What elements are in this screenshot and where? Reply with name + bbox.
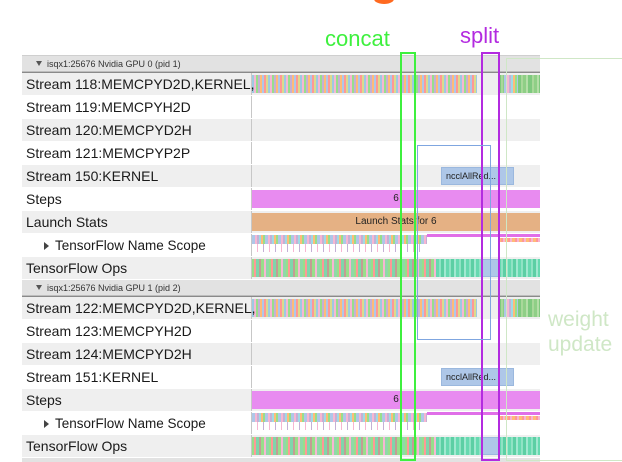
timeline-bar-namescope-line[interactable] [427,412,540,415]
timeline-track[interactable]: Launch Stats for 6 [251,211,540,233]
timeline-row[interactable]: Stream 121:MEMCPYP2P [22,142,540,165]
timeline-row-label: Stream 150:KERNEL [22,168,255,184]
timeline-bar-nccl[interactable]: ncclAllRed... [441,167,514,185]
timeline-track[interactable] [251,297,540,319]
timeline-bar-namescope-ticks[interactable] [252,244,424,252]
timeline-row-label: Stream 120:MEMCPYD2H [22,122,255,138]
timeline-track[interactable] [251,320,540,342]
timeline-row[interactable]: Stream 124:MEMCPYD2H [22,343,540,366]
trace-viewer-panel[interactable]: isqx1:25676 Nvidia GPU 0 (pid 1) Stream 1… [22,55,540,462]
timeline-row[interactable]: Stream 151:KERNEL ncclAllRed... [22,366,540,389]
timeline-bar-launch-stats[interactable] [252,213,540,231]
annotation-split: split [460,23,499,49]
timeline-bar-nccl[interactable]: ncclAllRed... [441,368,514,386]
timeline-bar-ops-tail[interactable] [498,437,540,455]
timeline-row-label: Stream 122:MEMCPYD2D,KERNEL,MI [22,300,255,316]
timeline-bar-namescope-tail[interactable] [498,238,540,242]
timeline-row-label: TensorFlow Ops [22,260,255,276]
timeline-row-label: Stream 121:MEMCPYP2P [22,145,255,161]
timeline-row[interactable]: Stream 119:MEMCPYH2D [22,96,540,119]
timeline-bar-steps[interactable] [252,190,540,208]
timeline-row[interactable]: Stream 122:MEMCPYD2D,KERNEL,MI [22,296,540,320]
timeline-row[interactable]: TensorFlow Ops [22,435,540,458]
group-header-label: isqx1:25676 Nvidia GPU 1 (pid 2) [47,283,181,293]
timeline-row-label: Stream 119:MEMCPYH2D [22,99,255,115]
timeline-row-label: Stream 124:MEMCPYD2H [22,346,255,362]
timeline-row[interactable]: Stream 118:MEMCPYD2D,KERNEL,ME [22,72,540,96]
timeline-bar-kernel-tail[interactable] [504,299,518,317]
timeline-row-label: Stream 118:MEMCPYD2D,KERNEL,ME [22,76,255,92]
timeline-bar-ops-tail[interactable] [498,259,540,277]
timeline-bar-namescope[interactable] [252,235,427,244]
timeline-row[interactable]: Stream 150:KERNEL ncclAllRed... [22,165,540,188]
timeline-track[interactable] [251,343,540,365]
timeline-row-label: TensorFlow Ops [22,438,255,454]
timeline-row-label: TensorFlow Name Scope [22,416,273,431]
timeline-track[interactable] [251,412,540,434]
timeline-row[interactable]: TensorFlow Ops [22,257,540,280]
timeline-row[interactable]: Stream 120:MEMCPYD2H [22,119,540,142]
timeline-row-label: Launch Stats [22,214,255,230]
timeline-bar-namescope-ticks[interactable] [252,422,424,430]
chevron-right-icon[interactable] [44,420,49,428]
annotation-weight-update: weight update [548,307,612,357]
timeline-track[interactable]: ncclAllRed... [251,165,540,187]
timeline-row-label: TensorFlow Name Scope [22,238,273,253]
timeline-row-label: Steps [22,191,255,207]
timeline-track[interactable] [251,96,540,118]
timeline-bar-kernel-right[interactable] [529,299,540,317]
timeline-bar-namescope[interactable] [252,413,427,422]
timeline-bar-kernel-tail[interactable] [504,75,518,93]
chevron-right-icon[interactable] [44,242,49,250]
timeline-bar-kernel[interactable] [252,299,477,317]
timeline-bar-nccl-label: ncclAllRed... [442,369,513,385]
group-header-gpu-2[interactable]: isqx1:25676 Nvidia GPU 2 (pid 3) [22,458,540,462]
timeline-bar-kernel-right[interactable] [529,75,540,93]
timeline-track[interactable] [251,234,540,256]
timeline-bar-ops[interactable] [252,259,436,277]
timeline-bar-ops-teal[interactable] [436,259,482,277]
timeline-track[interactable]: 6 [251,389,540,411]
chevron-down-icon[interactable] [36,285,42,290]
timeline-bar-kernel[interactable] [252,75,477,93]
timeline-row-label: Steps [22,392,255,408]
annotation-concat: concat [325,26,390,52]
timeline-row-label: Stream 123:MEMCPYH2D [22,323,255,339]
timeline-track[interactable] [251,119,540,141]
group-header-gpu-1[interactable]: isqx1:25676 Nvidia GPU 1 (pid 2) [22,280,540,296]
timeline-row-label: Stream 151:KERNEL [22,369,255,385]
group-header-gpu-0[interactable]: isqx1:25676 Nvidia GPU 0 (pid 1) [22,56,540,72]
chevron-down-icon[interactable] [36,61,42,66]
timeline-bar-ops[interactable] [252,437,436,455]
timeline-bar-ops-teal[interactable] [436,437,482,455]
annotation-weight-update-line1: weight [548,307,612,332]
timeline-track[interactable]: ncclAllRed... [251,366,540,388]
timeline-track[interactable]: 6 [251,188,540,210]
orange-marker-icon [374,0,394,4]
timeline-row[interactable]: TensorFlow Name Scope [22,234,540,257]
timeline-bar-nccl-label: ncclAllRed... [442,168,513,184]
timeline-track[interactable] [251,73,540,95]
timeline-row[interactable]: Stream 123:MEMCPYH2D [22,320,540,343]
annotation-weight-update-line2: update [548,332,612,357]
timeline-bar-namescope-tail[interactable] [498,416,540,420]
timeline-row[interactable]: TensorFlow Name Scope [22,412,540,435]
timeline-track[interactable] [251,142,540,164]
timeline-bar-namescope-line[interactable] [427,234,540,237]
timeline-bar-steps[interactable] [252,391,540,409]
group-header-label: isqx1:25676 Nvidia GPU 0 (pid 1) [47,59,181,69]
timeline-track[interactable] [251,435,540,457]
timeline-track[interactable] [251,257,540,279]
